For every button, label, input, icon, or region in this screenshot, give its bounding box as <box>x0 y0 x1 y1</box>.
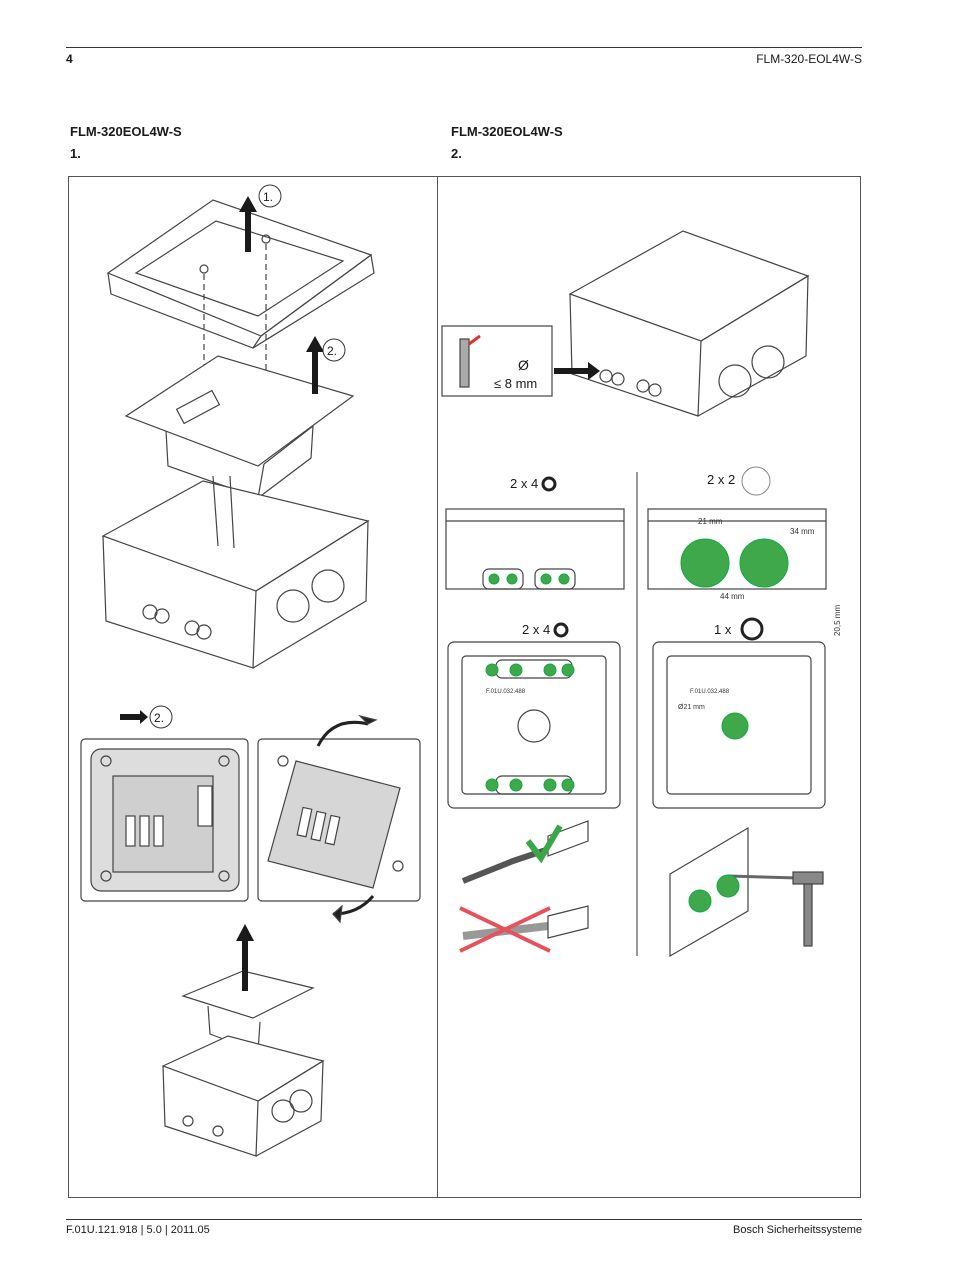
housing-base <box>101 475 370 669</box>
document-title: FLM-320-EOL4W-S <box>756 52 862 66</box>
side-view-left <box>445 508 625 590</box>
cross-mark-icon <box>459 906 551 953</box>
footer-doc-id: F.01U.121.918 | 5.0 | 2011.05 <box>66 1224 210 1236</box>
base-label-left: F.01U.032.488 <box>486 689 526 695</box>
right-illustration: Ø ≤ 8 mm 2 x 4 2 x 2 2 x 4 1 x 21 mm 34 … <box>441 230 842 958</box>
header-rule <box>66 47 862 48</box>
housing-closed <box>568 230 810 417</box>
module-plate <box>124 355 355 499</box>
dim-20-5mm: 20,5 mm <box>833 605 842 636</box>
base-label-right: F.01U.032.488 <box>690 689 730 695</box>
right-section-title: FLM-320EOL4W-S <box>451 124 563 139</box>
dim-34mm: 34 mm <box>790 527 815 536</box>
figure-frame <box>68 176 861 1198</box>
side-view-right <box>647 508 827 590</box>
top-view-base-1 <box>80 738 249 902</box>
left-step-number: 1. <box>70 146 81 161</box>
left-section-title: FLM-320EOL4W-S <box>70 124 182 139</box>
check-mark-icon <box>525 824 563 864</box>
knockout-count-c: 2 x 4 <box>522 622 550 637</box>
left-illustration: 1. 2. 2. <box>80 184 421 1157</box>
screwdriver-wrong <box>462 905 589 940</box>
cable-diameter-symbol: Ø <box>518 357 529 373</box>
assembled-module <box>161 970 325 1157</box>
screwdriver-correct <box>461 820 589 884</box>
footer-rule <box>66 1219 862 1220</box>
dia-21mm: Ø21 mm <box>678 704 705 711</box>
hammer-knockout <box>669 826 824 958</box>
knockout-count-a: 2 x 4 <box>510 476 538 491</box>
dim-44mm: 44 mm <box>720 592 745 601</box>
right-step-number: 2. <box>451 146 462 161</box>
knockout-count-b: 2 x 2 <box>707 472 735 487</box>
page-number: 4 <box>66 52 73 66</box>
footer-company: Bosch Sicherheitssysteme <box>733 1224 862 1236</box>
dim-21mm: 21 mm <box>698 517 723 526</box>
callout-step2: 2. <box>327 344 337 358</box>
callout-step2b: 2. <box>154 711 164 725</box>
callout-step1: 1. <box>263 190 273 204</box>
knockout-count-d: 1 x <box>714 622 732 637</box>
cable-max-size: ≤ 8 mm <box>494 376 537 391</box>
top-view-knockouts-left <box>447 641 621 809</box>
figure-divider <box>437 176 438 1198</box>
housing-lid <box>106 199 375 349</box>
top-view-base-2 <box>257 738 421 902</box>
